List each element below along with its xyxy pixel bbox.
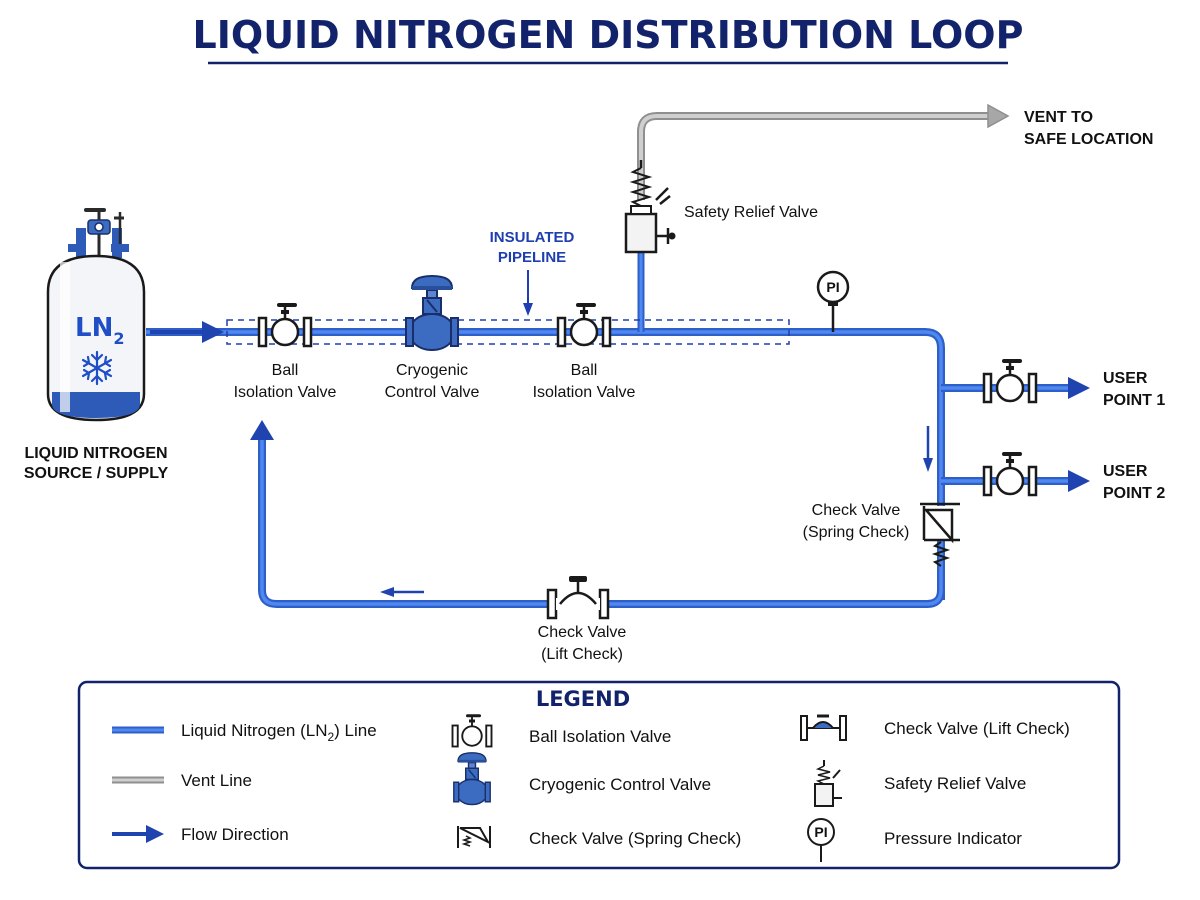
- ball-isolation-valve-1[interactable]: [257, 303, 313, 348]
- page-title: LIQUID NITROGEN DISTRIBUTION LOOP: [193, 13, 1024, 57]
- spring-check-valve[interactable]: [920, 502, 960, 567]
- control-valve-label-line2: Control Valve: [385, 384, 480, 401]
- user-point-1-label-line2: POINT 1: [1103, 392, 1165, 409]
- pressure-indicator-icon: PI: [807, 818, 835, 862]
- vent-line: [637, 103, 1010, 200]
- spring-check-icon: [457, 826, 491, 848]
- lift-check-icon: [800, 714, 847, 741]
- source-label-line2: SOURCE / SUPPLY: [24, 465, 169, 482]
- legend-flow-direction-text: Flow Direction: [181, 825, 289, 844]
- flow-arrow-down: [923, 426, 933, 472]
- control-valve-label-line1: Cryogenic: [396, 362, 468, 379]
- legend-vent-line-text: Vent Line: [181, 771, 252, 790]
- insulated-label-line2: PIPELINE: [498, 249, 566, 266]
- user-point-2-label-line2: POINT 2: [1103, 485, 1165, 502]
- vent-label-line2: SAFE LOCATION: [1024, 131, 1153, 148]
- ball-valve-1-label-line1: Ball: [272, 362, 299, 379]
- relief-valve-icon: [814, 760, 842, 807]
- flow-arrow-return: [380, 587, 424, 597]
- snowflake-icon: [81, 350, 113, 386]
- vent-label-line1: VENT TO: [1024, 109, 1093, 126]
- user-point-2-label-line1: USER: [1103, 463, 1148, 480]
- svg-text:PI: PI: [814, 824, 827, 840]
- legend-lift-check-text: Check Valve (Lift Check): [884, 719, 1070, 738]
- insulated-label-line1: INSULATED: [490, 229, 575, 246]
- flow-arrow-supply: [150, 321, 224, 343]
- legend-pressure-indicator-text: Pressure Indicator: [884, 829, 1022, 848]
- pressure-indicator[interactable]: [816, 270, 850, 332]
- legend-control-valve-text: Cryogenic Control Valve: [529, 775, 711, 794]
- insulated-pointer-arrow: [523, 270, 533, 316]
- source-label-line1: LIQUID NITROGEN: [24, 445, 167, 462]
- user-point-1-valve[interactable]: [982, 359, 1038, 404]
- legend-spring-check-text: Check Valve (Spring Check): [529, 829, 741, 848]
- legend-ln2-line-text: Liquid Nitrogen (LN2) Line: [181, 721, 377, 744]
- ln2-dewar-tank: [46, 208, 146, 422]
- main-supply-line: [146, 252, 945, 600]
- legend-relief-valve-text: Safety Relief Valve: [884, 774, 1026, 793]
- return-line: [250, 420, 945, 608]
- ball-valve-2-label-line2: Isolation Valve: [533, 384, 636, 401]
- user-point-2-valve[interactable]: [982, 452, 1038, 497]
- lift-check-label-line1: Check Valve: [538, 624, 627, 641]
- legend-box: [77, 680, 1121, 870]
- legend-title: LEGEND: [536, 687, 630, 711]
- safety-relief-valve[interactable]: [624, 160, 676, 254]
- flow-arrow-icon: [112, 825, 164, 843]
- spring-check-label-line2: (Spring Check): [803, 524, 910, 541]
- cryogenic-control-valve[interactable]: [405, 275, 459, 351]
- insulated-pipeline-envelope: [226, 319, 790, 345]
- lift-check-label-line2: (Lift Check): [541, 646, 623, 663]
- ball-valve-1-label-line2: Isolation Valve: [234, 384, 337, 401]
- relief-valve-label: Safety Relief Valve: [684, 204, 818, 221]
- ball-valve-2-label-line1: Ball: [571, 362, 598, 379]
- pressure-indicator-tag: PI: [826, 279, 839, 295]
- spring-check-label-line1: Check Valve: [812, 502, 901, 519]
- user-point-1-label-line1: USER: [1103, 370, 1148, 387]
- lift-check-valve[interactable]: [546, 576, 610, 620]
- dewar-symbol: LN2: [75, 313, 124, 348]
- ball-isolation-valve-2[interactable]: [556, 303, 612, 348]
- legend-ball-valve-text: Ball Isolation Valve: [529, 727, 671, 746]
